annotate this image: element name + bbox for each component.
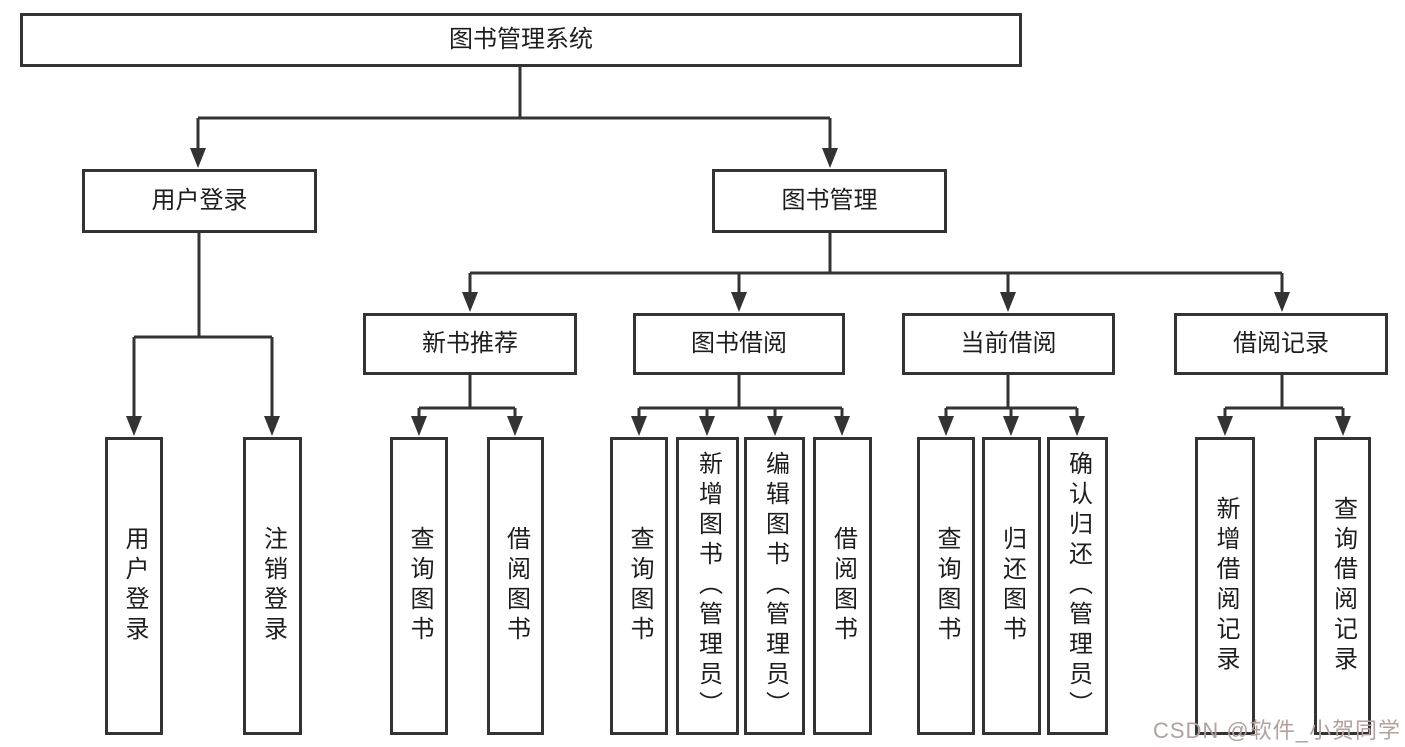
csdn-watermark: CSDN @软件_小贺同学 <box>1152 718 1401 743</box>
leaf-query-borrow-record: 查询借阅记录 <box>1314 437 1371 735</box>
node-book-management: 图书管理 <box>712 169 947 233</box>
node-new-book-recommend: 新书推荐 <box>363 313 577 375</box>
node-user-login: 用户登录 <box>82 169 317 233</box>
leaf-query-book-borrow: 查询图书 <box>610 437 668 735</box>
tree-edges <box>132 67 1345 420</box>
leaf-logout-login: 注销登录 <box>243 437 302 735</box>
leaf-query-book-current: 查询图书 <box>917 437 975 735</box>
leaf-add-borrow-record: 新增借阅记录 <box>1195 437 1255 735</box>
leaf-return-book: 归还图书 <box>982 437 1041 735</box>
leaf-confirm-return-admin: 确认归还（管理员） <box>1047 437 1108 735</box>
node-book-borrow: 图书借阅 <box>633 313 845 375</box>
node-library-system: 图书管理系统 <box>20 13 1022 67</box>
leaf-add-book-admin: 新增图书（管理员） <box>676 437 739 735</box>
leaf-query-book-recommend: 查询图书 <box>390 437 448 735</box>
leaf-borrow-book-recommend: 借阅图书 <box>487 437 544 735</box>
arrowhead-icons <box>126 148 1351 436</box>
node-current-borrow: 当前借阅 <box>902 313 1115 375</box>
leaf-borrow-book: 借阅图书 <box>813 437 872 735</box>
leaf-user-login: 用户登录 <box>105 437 163 735</box>
node-borrow-record: 借阅记录 <box>1174 313 1388 375</box>
leaf-edit-book-admin: 编辑图书（管理员） <box>744 437 805 735</box>
